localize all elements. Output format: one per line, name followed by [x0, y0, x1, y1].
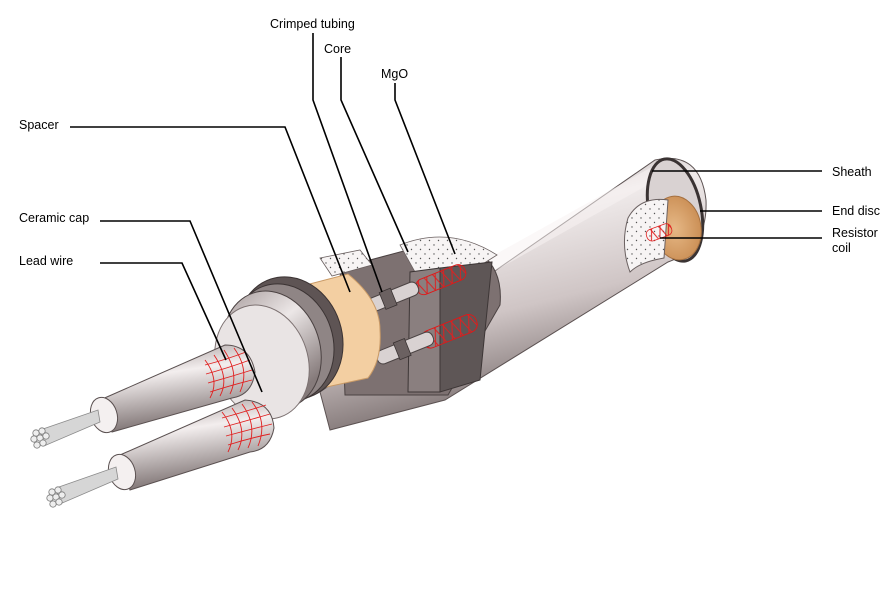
- label-mgo: MgO: [381, 67, 408, 81]
- label-crimped-tubing: Crimped tubing: [270, 17, 355, 31]
- lead-wire-upper-strands: [30, 409, 101, 449]
- label-end-disc: End disc: [832, 204, 880, 218]
- lead-wire-lower: [46, 399, 275, 508]
- leader-crimped-tubing: [312, 33, 383, 293]
- leader-lead-wire: [100, 262, 227, 361]
- ceramic-cap: [214, 276, 344, 420]
- label-resistor-coil-line1: Resistor: [832, 226, 878, 240]
- label-lead-wire: Lead wire: [19, 254, 73, 268]
- lead-wire-upper: [30, 344, 256, 449]
- label-sheath: Sheath: [832, 165, 872, 179]
- label-resistor-coil-line2: coil: [832, 241, 851, 255]
- lead-wire-lower-strands: [46, 466, 119, 508]
- leader-mgo: [394, 83, 456, 255]
- label-spacer: Spacer: [19, 118, 59, 132]
- leader-ceramic-cap: [100, 220, 263, 393]
- mgo-fill: [399, 236, 498, 273]
- leader-lines: [70, 33, 822, 393]
- leader-spacer: [70, 126, 351, 293]
- lead-wire-lower-winding: [221, 401, 273, 453]
- label-core: Core: [324, 42, 351, 56]
- leader-core: [340, 57, 409, 253]
- labels: Crimped tubing Core MgO Spacer Ceramic c…: [19, 17, 880, 268]
- label-ceramic-cap: Ceramic cap: [19, 211, 89, 225]
